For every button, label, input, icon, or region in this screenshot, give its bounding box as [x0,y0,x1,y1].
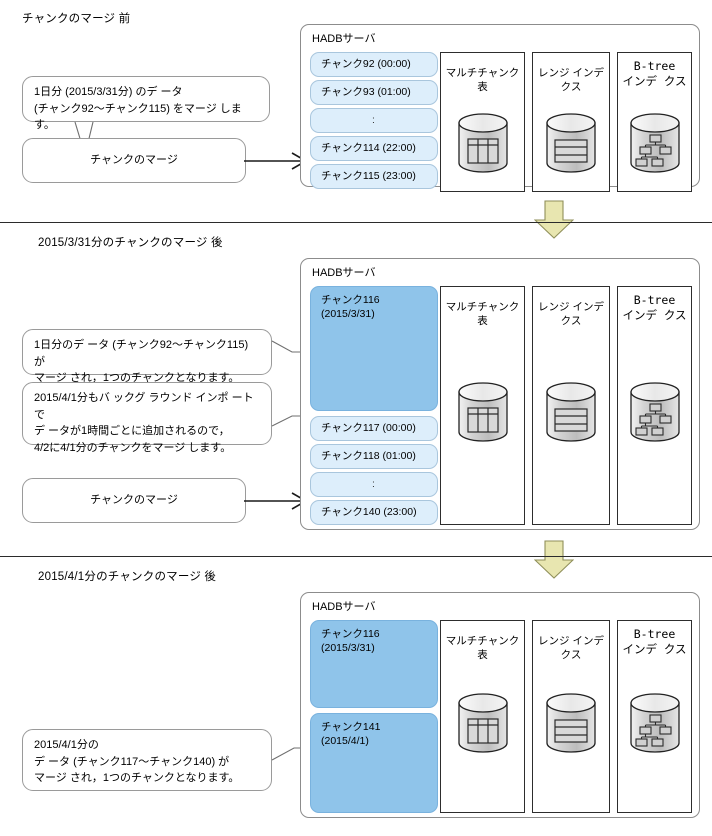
component-label: レンジ インデ クス [538,635,604,661]
chunk-row-118: チャンク118 (01:00) [310,444,438,469]
section-divider-1 [0,222,712,223]
down-arrow-merge-1 [534,200,574,239]
section-divider-2 [0,556,712,557]
chunk-row-116: チャンク116 (2015/3/31) [310,286,438,411]
chunk-stack-after-0401: チャンク116 (2015/3/31) チャンク141 (2015/4/1) [310,617,438,813]
section-caption-after-0401: 2015/4/1分のチャンクのマージ 後 [38,571,217,583]
component-range-index: レンジ インデ クス [532,620,610,813]
callout-merged-result-0401: 2015/4/1分の デ ータ (チャンク117～チャンク140) が マージ … [22,729,272,791]
callout-merge-action: チャンクのマージ [22,138,246,183]
table-cylinder-icon [441,113,524,175]
hadb-server-panel-before: HADBサーバ チャンク92 (00:00) チャンク93 (01:00) : … [300,24,700,192]
stripes-cylinder-icon [533,382,609,444]
stripes-cylinder-icon [533,693,609,755]
component-multi-chunk-table: マルチチャンク表 [440,286,525,525]
component-multi-chunk-table: マルチチャンク表 [440,620,525,813]
chunk-row-ellipsis: : [310,108,438,133]
btree-cylinder-icon [618,382,691,444]
table-cylinder-icon [441,382,524,444]
callout-merged-result: 1日分のデ ータ (チャンク92～チャンク115) が マージ され，1つのチャ… [22,329,272,384]
chunk-row-114: チャンク114 (22:00) [310,136,438,161]
chunk-row-140: チャンク140 (23:00) [310,500,438,525]
component-label: マルチチャンク表 [445,67,520,93]
btree-cylinder-icon [618,113,691,175]
server-title: HADBサーバ [312,601,376,613]
hadb-server-panel-after-0401: HADBサーバ チャンク116 (2015/3/31) チャンク141 (201… [300,592,700,818]
component-btree-index: B-tree インデ クス [617,620,692,813]
component-btree-index: B-tree インデ クス [617,286,692,525]
chunk-row-117: チャンク117 (00:00) [310,416,438,441]
hadb-server-panel-after-0331: HADBサーバ チャンク116 (2015/3/31) チャンク117 (00:… [300,258,700,530]
component-label: レンジ インデ クス [538,67,604,93]
component-range-index: レンジ インデ クス [532,286,610,525]
chunk-row-92: チャンク92 (00:00) [310,52,438,77]
component-label: B-tree インデ クス [622,627,687,656]
component-label: B-tree インデ クス [622,293,687,322]
component-label: レンジ インデ クス [538,301,604,327]
chunk-row-141: チャンク141 (2015/4/1) [310,713,438,813]
chunk-stack-after-0331: チャンク116 (2015/3/31) チャンク117 (00:00) チャンク… [310,283,438,525]
chunk-row-115: チャンク115 (23:00) [310,164,438,189]
chunk-row-ellipsis: : [310,472,438,497]
section-caption-after-0331: 2015/3/31分のチャンクのマージ 後 [38,237,223,249]
component-btree-index: B-tree インデ クス [617,52,692,192]
callout-next-day-import: 2015/4/1分もバ ックグ ラウンド インポ ートで デ ータが1時間ごとに… [22,382,272,454]
table-cylinder-icon [441,693,524,755]
component-range-index: レンジ インデ クス [532,52,610,192]
chunk-row-116: チャンク116 (2015/3/31) [310,620,438,708]
chunk-row-93: チャンク93 (01:00) [310,80,438,105]
server-title: HADBサーバ [312,33,376,45]
chunk-stack-before: チャンク92 (00:00) チャンク93 (01:00) : チャンク114 … [310,49,438,189]
btree-cylinder-icon [618,693,691,755]
section-caption-before: チャンクのマージ 前 [22,13,131,25]
component-label: マルチチャンク表 [445,301,520,327]
component-multi-chunk-table: マルチチャンク表 [440,52,525,192]
server-title: HADBサーバ [312,267,376,279]
callout-merge-description: 1日分 (2015/3/31分) のデ ータ (チャンク92～チャンク115) … [22,76,270,131]
callout-merge-action-2: チャンクのマージ [22,478,246,523]
down-arrow-merge-2 [534,540,574,579]
component-label: マルチチャンク表 [445,635,520,661]
component-label: B-tree インデ クス [622,59,687,88]
stripes-cylinder-icon [533,113,609,175]
